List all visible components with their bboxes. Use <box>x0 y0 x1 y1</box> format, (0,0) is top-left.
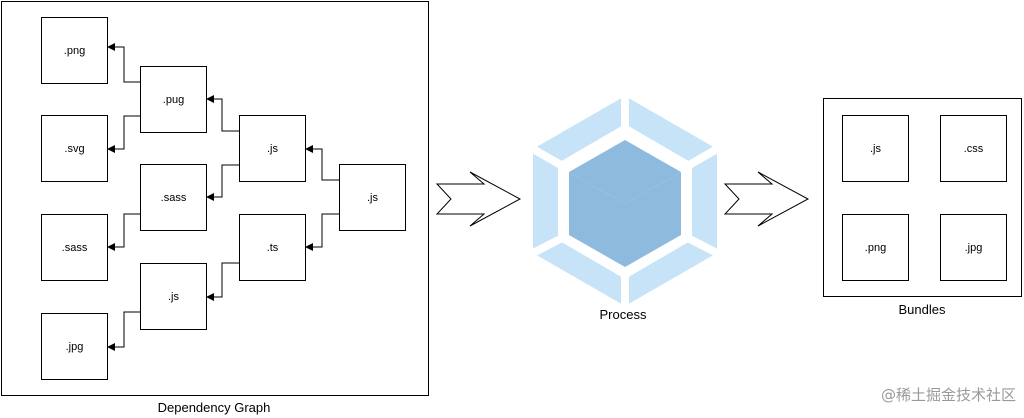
bundle-css: .css <box>940 115 1007 182</box>
node-jpg-label: .jpg <box>66 341 84 353</box>
bundle-js-label: .js <box>870 143 882 155</box>
node-js-top: .js <box>239 115 306 182</box>
process-cube-icon <box>531 96 719 306</box>
node-svg-label: .svg <box>64 143 84 155</box>
flow-arrow-right <box>723 171 810 227</box>
edge-root-jstop <box>305 145 339 181</box>
bundle-css-label: .css <box>964 143 984 155</box>
bundle-jpg-label: .jpg <box>965 242 983 254</box>
node-pug-label: .pug <box>163 94 184 106</box>
node-ts-label: .ts <box>267 242 279 254</box>
node-ts: .ts <box>239 214 306 281</box>
node-js-mid-label: .js <box>168 291 180 303</box>
node-sass-leaf-label: .sass <box>62 242 88 254</box>
watermark: @稀土掘金技术社区 <box>881 386 1016 404</box>
node-svg: .svg <box>41 115 108 182</box>
bundle-png: .png <box>842 214 909 281</box>
bundle-jpg: .jpg <box>940 214 1007 281</box>
edge-root-ts <box>305 213 339 251</box>
bundles-caption: Bundles <box>899 302 946 317</box>
node-js-root: .js <box>339 164 406 231</box>
edge-jstop-pug <box>206 95 239 132</box>
edge-js-jpg <box>107 311 140 351</box>
bundle-js: .js <box>842 115 909 182</box>
edge-pug-png <box>107 43 140 83</box>
bundle-png-label: .png <box>865 242 886 254</box>
edge-ts-js <box>206 262 239 301</box>
process-caption: Process <box>600 307 647 322</box>
node-js-root-label: .js <box>367 192 379 204</box>
node-png: .png <box>41 17 108 84</box>
node-js-top-label: .js <box>267 143 279 155</box>
edge-sass-sassleaf <box>107 213 140 251</box>
node-png-label: .png <box>64 45 85 57</box>
edge-pug-svg <box>107 115 140 153</box>
node-pug: .pug <box>140 66 207 133</box>
node-sass-mid-label: .sass <box>161 192 187 204</box>
node-sass-mid: .sass <box>140 164 207 231</box>
node-jpg: .jpg <box>41 313 108 380</box>
dependency-graph-caption: Dependency Graph <box>158 400 271 415</box>
edge-jstop-sass <box>206 164 239 201</box>
node-js-mid: .js <box>140 263 207 330</box>
flow-arrow-left <box>435 171 522 227</box>
node-sass-leaf: .sass <box>41 214 108 281</box>
